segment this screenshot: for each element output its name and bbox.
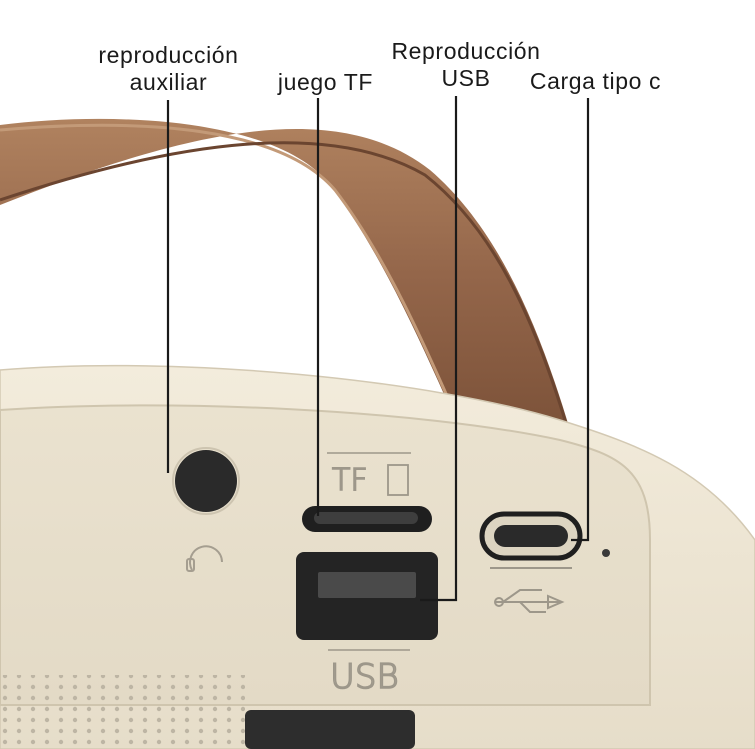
speaker-grill (0, 675, 245, 749)
typec-leader (571, 98, 590, 542)
bottom-slot (245, 710, 415, 749)
aux-jack (175, 450, 237, 512)
usb-callout-line1: Reproducción (391, 38, 541, 64)
typec-callout: Carga tipo c (518, 68, 673, 95)
strap-top-edge (0, 123, 464, 431)
usb-callout-line2: USB (441, 65, 491, 91)
tf-callout: juego TF (268, 69, 383, 96)
usb-label: USB (330, 657, 399, 697)
strap-bottom-edge (0, 141, 570, 431)
tf-label-print (327, 452, 411, 496)
tf-label: TF (332, 463, 368, 498)
usb-leader (420, 96, 458, 602)
usb-icon (490, 567, 572, 613)
aux-callout-line2: auxiliar (129, 69, 208, 95)
led-indicator-icon (602, 549, 610, 557)
usb-callout: Reproducción USB (380, 38, 552, 92)
leader-lines (166, 96, 590, 602)
aux-callout: reproducción auxiliar (86, 42, 251, 96)
headphone-icon (186, 545, 223, 572)
tf-callout-line1: juego TF (277, 69, 374, 95)
aux-callout-line1: reproducción (98, 42, 239, 68)
typec-callout-line1: Carga tipo c (529, 68, 662, 94)
